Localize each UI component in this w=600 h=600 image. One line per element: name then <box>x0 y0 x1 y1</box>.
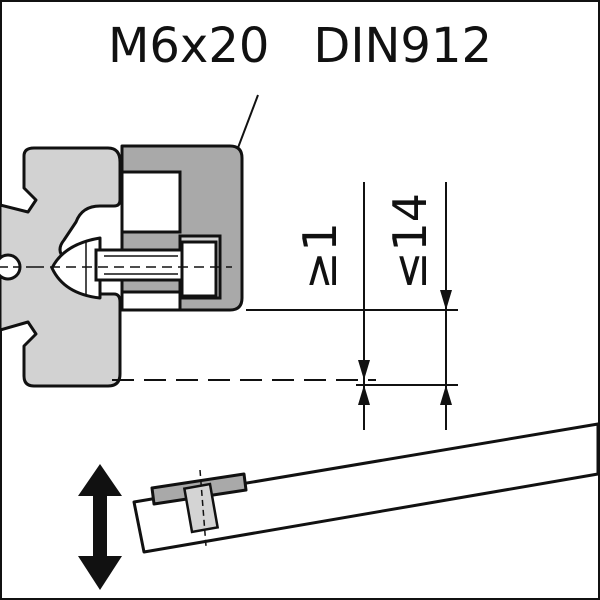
double-arrow-up-down-icon <box>78 464 122 590</box>
dimension-arrow-max-down <box>440 290 452 310</box>
panel-screw-centerline <box>199 469 207 547</box>
max-dimension-label: ≤14 <box>383 193 437 290</box>
min-dimension-label: ≥1 <box>293 222 347 290</box>
dimension-arrow-max-up <box>440 385 452 405</box>
panel-screw <box>182 482 220 534</box>
dimension-arrow-min-up <box>358 385 370 405</box>
screw-shaft <box>94 248 184 282</box>
t-nut <box>50 236 102 300</box>
bracket-lower-opening <box>120 290 182 312</box>
bracket-upper-opening <box>120 170 182 234</box>
standard-label: DIN912 <box>313 18 492 74</box>
mounted-panel <box>132 422 600 554</box>
title-label: M6x20 DIN912 <box>108 18 492 74</box>
screw-head <box>180 240 218 298</box>
dimension-arrow-min-down <box>358 360 370 380</box>
screw-spec-label: M6x20 <box>108 18 269 74</box>
